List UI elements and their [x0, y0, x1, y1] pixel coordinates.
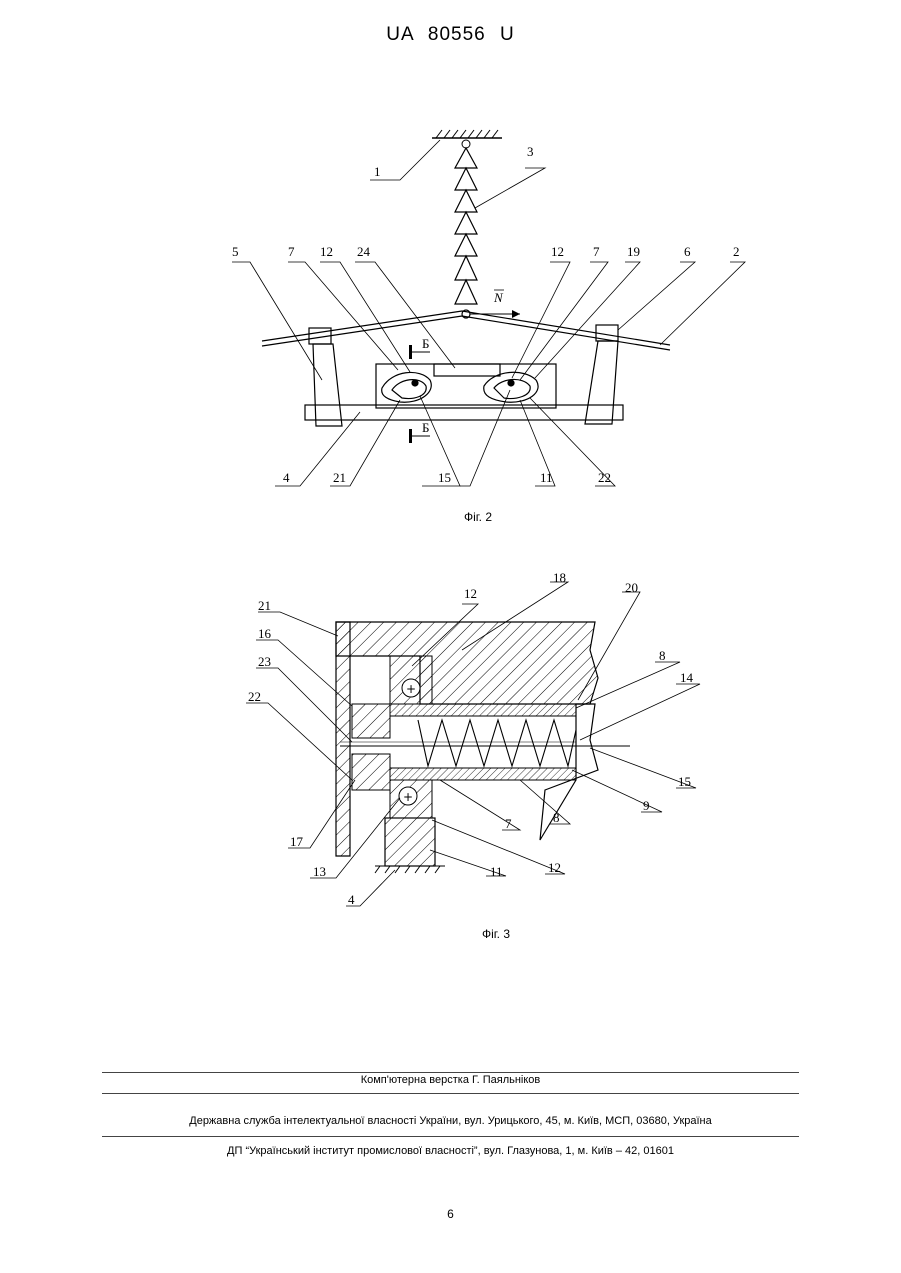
- fig3-label-15: 15: [678, 774, 691, 789]
- svg-text:+: +: [406, 682, 416, 696]
- figure-3-drawing: + + 21 12 1: [0, 0, 901, 920]
- fig3-tube-upper: [390, 704, 576, 716]
- fig3-spring: [418, 720, 576, 766]
- fig3-label-20: 20: [625, 580, 638, 595]
- fig3-label-17: 17: [290, 834, 304, 849]
- fig3-bushing-lower: [352, 754, 390, 790]
- figure-3-caption: Фіг. 3: [396, 927, 596, 941]
- fig3-tube-lower: [390, 768, 576, 780]
- fig3-label-7: 7: [505, 816, 512, 831]
- fig3-label-23: 23: [258, 654, 271, 669]
- footer-rule-top: [102, 1072, 799, 1073]
- fig3-support: [385, 818, 435, 866]
- svg-text:+: +: [403, 790, 413, 804]
- fig3-label-4: 4: [348, 892, 355, 907]
- fig3-label-16: 16: [258, 626, 272, 641]
- fig3-bushing: [352, 704, 390, 738]
- footer-rule-bottom: [102, 1136, 799, 1137]
- footer-rule-middle: [102, 1093, 799, 1094]
- page-number: 6: [0, 1207, 901, 1221]
- fig3-label-22: 22: [248, 689, 261, 704]
- fig3-label-8a: 8: [659, 648, 666, 663]
- fig3-label-11: 11: [490, 864, 503, 879]
- fig3-label-18: 18: [553, 570, 566, 585]
- fig3-label-12a: 12: [464, 586, 477, 601]
- institute-address: ДП “Український інститут промислової вла…: [0, 1145, 901, 1157]
- fig3-label-13: 13: [313, 864, 326, 879]
- fig3-ground: [375, 866, 445, 873]
- fig3-label-8b: 8: [553, 810, 560, 825]
- fig3-label-14: 14: [680, 670, 694, 685]
- fig3-body: [336, 622, 598, 704]
- fig3-label-9: 9: [643, 798, 650, 813]
- layout-credit: Комп'ютерна верстка Г. Паяльніков: [0, 1074, 901, 1086]
- fig3-labels: 21 12 18 20 16 8 23 14 22 15 9 17 7 8 13…: [248, 570, 694, 907]
- fig3-label-21: 21: [258, 598, 271, 613]
- fig3-bearing-upper: +: [390, 656, 432, 704]
- fig3-side-plate: [336, 622, 350, 856]
- fig3-bearing-lower: +: [390, 780, 432, 818]
- fig3-label-12b: 12: [548, 860, 561, 875]
- agency-address: Державна служба інтелектуальної власност…: [0, 1115, 901, 1127]
